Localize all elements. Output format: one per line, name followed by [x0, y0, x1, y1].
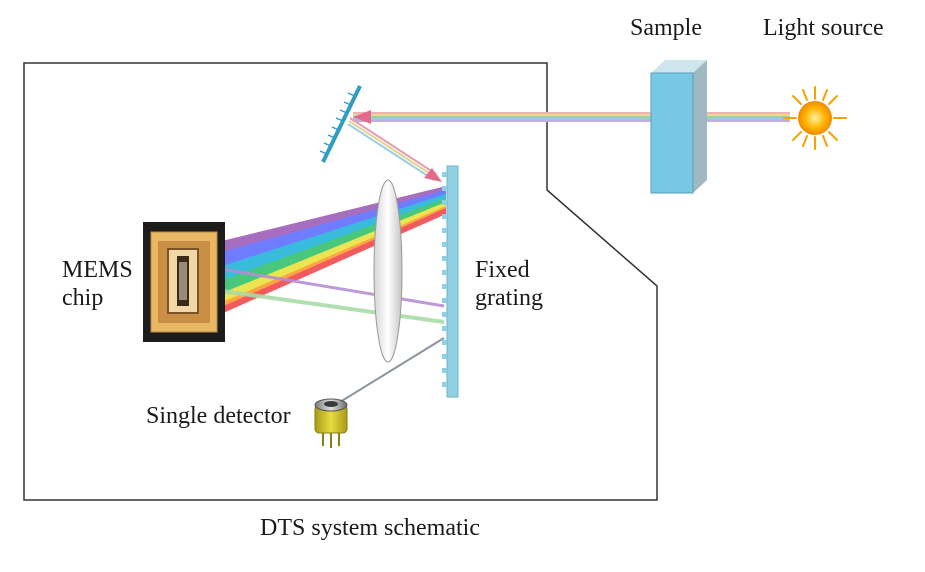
mems-chip-icon	[143, 222, 225, 342]
fixed-grating-label: Fixed grating	[475, 257, 543, 311]
incoming-beam	[353, 110, 790, 124]
sun-icon	[783, 86, 847, 150]
mems-chip-label: MEMS chip	[62, 257, 133, 311]
detector-icon	[314, 398, 348, 448]
fixed-grating	[442, 165, 459, 398]
focusing-lens	[373, 179, 403, 363]
light-source-label: Light source	[763, 15, 884, 41]
single-detector-label: Single detector	[146, 403, 291, 429]
detector-beam	[339, 337, 445, 403]
sample-label: Sample	[630, 15, 702, 41]
folding-mirror	[319, 85, 362, 163]
grating-arrowhead	[424, 168, 442, 182]
figure-caption: DTS system schematic	[260, 515, 480, 541]
mirror-to-grating-beam	[347, 117, 442, 182]
incoming-arrowhead	[353, 110, 371, 124]
enclosure-outline	[23, 62, 658, 501]
returning-beams	[214, 266, 445, 324]
sample-cuvette	[650, 60, 707, 194]
